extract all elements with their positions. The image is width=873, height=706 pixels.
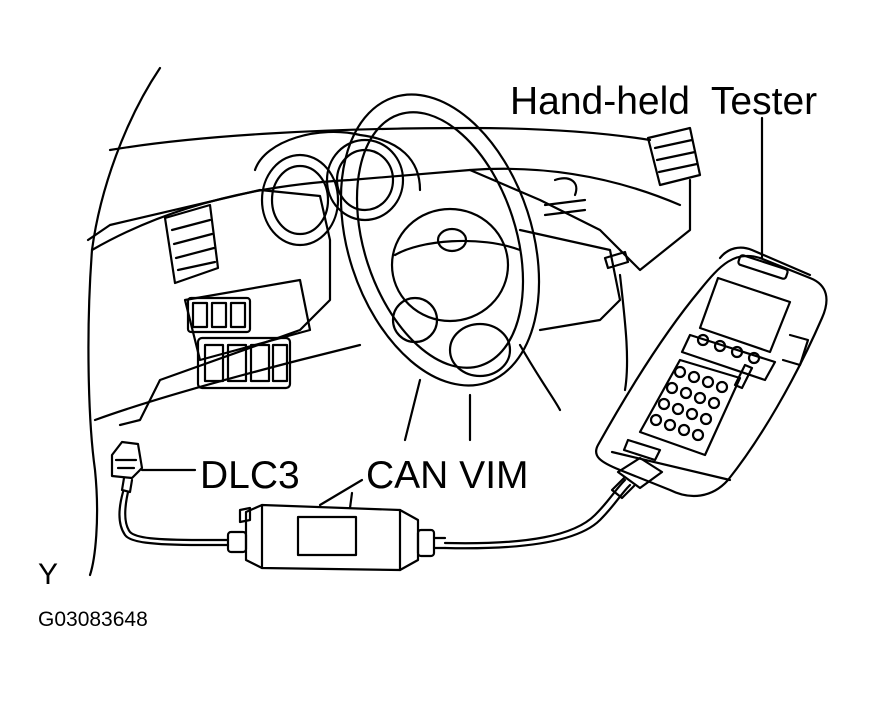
tester-plug [616, 456, 664, 490]
glovebox [518, 228, 622, 332]
dashboard-top [90, 167, 682, 252]
dlc3-cable [118, 490, 230, 547]
tester-body [594, 254, 828, 497]
can-vim-window [296, 515, 358, 557]
windshield-edge [108, 126, 652, 152]
right-dash [468, 168, 692, 272]
dashboard-front [86, 188, 332, 427]
steering-hub [390, 207, 510, 323]
switch-block-upper [186, 296, 252, 334]
dlc3-connector [110, 440, 144, 480]
figure-mark-y: Y [38, 558, 59, 591]
dlc3-label: DLC3 [200, 454, 300, 497]
gauge-center [325, 138, 405, 222]
left-vent [163, 203, 220, 285]
figure-code: G03083648 [38, 608, 148, 631]
can-vim-body [244, 503, 420, 572]
can-vim-leader-line [318, 478, 364, 507]
gauge-left [260, 153, 340, 247]
tester-keys [649, 365, 729, 442]
steering-column [403, 343, 562, 442]
console-line [618, 273, 629, 392]
right-vent [646, 126, 702, 187]
tester-screen [698, 276, 792, 354]
tester-top [718, 246, 812, 277]
can-vim-label: CAN VIM [366, 454, 529, 497]
steering-wheel-rim [339, 93, 541, 387]
knee-panel [183, 278, 312, 362]
hand-held-tester-label: Hand-held Tester [510, 80, 818, 123]
can-vim-plug-right [416, 528, 436, 558]
switch-block-lower [196, 336, 292, 390]
tester-keypad [638, 358, 742, 457]
steering-lower-hole [448, 322, 512, 378]
can-vim-plug-left [226, 530, 248, 554]
